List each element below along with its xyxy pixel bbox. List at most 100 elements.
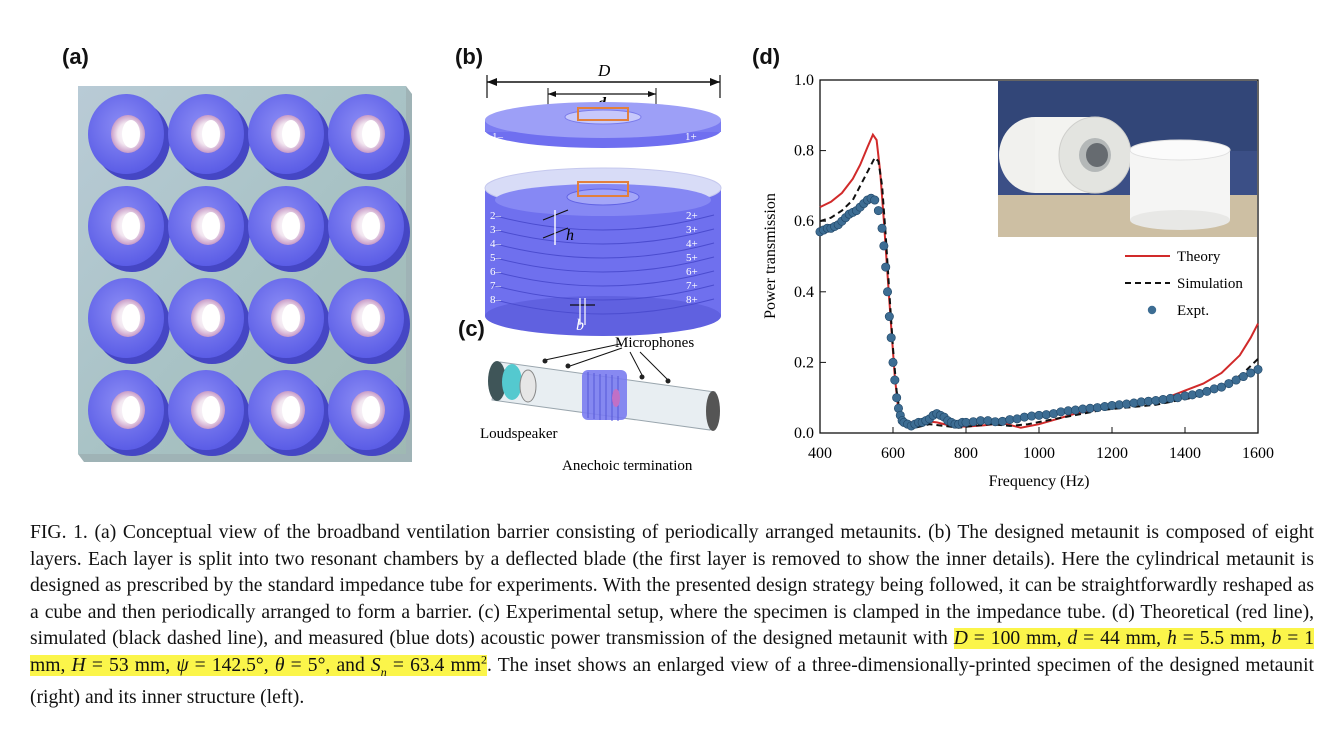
caption-part-2: . The inset shows an enlarged view of a … bbox=[30, 654, 1314, 708]
barrier-illustration bbox=[78, 86, 412, 462]
x-tick-label: 800 bbox=[954, 445, 978, 462]
expt-point bbox=[1209, 384, 1219, 394]
expt-point bbox=[1173, 393, 1183, 403]
expt-point bbox=[1187, 390, 1197, 400]
layer-port-left: 3– bbox=[490, 224, 502, 236]
dim-h-label: h bbox=[566, 227, 574, 244]
top-right-port: 1+ bbox=[685, 131, 697, 143]
expt-point bbox=[884, 312, 894, 322]
metaunit-cell bbox=[248, 186, 330, 272]
loudspeaker-label: Loudspeaker bbox=[480, 426, 557, 442]
layer-divider bbox=[491, 242, 715, 259]
metaunit-cell bbox=[168, 278, 250, 364]
layer-port-right: 3+ bbox=[686, 224, 698, 236]
y-tick-label: 0.2 bbox=[794, 354, 814, 371]
layer-port-right: 5+ bbox=[686, 252, 698, 264]
layer-port-left: 6– bbox=[490, 266, 502, 278]
metaunit-cell bbox=[88, 370, 170, 456]
layer-divider bbox=[491, 214, 715, 231]
x-axis-label: Frequency (Hz) bbox=[989, 473, 1090, 490]
metaunit-cell bbox=[168, 186, 250, 272]
metaunit-cell bbox=[168, 94, 250, 180]
x-tick-label: 600 bbox=[881, 445, 905, 462]
y-tick-label: 0.0 bbox=[794, 425, 814, 442]
x-tick-label: 1200 bbox=[1096, 445, 1128, 462]
panel-c-label: (c) bbox=[458, 316, 485, 341]
layer-port-right: 4+ bbox=[686, 238, 698, 250]
impedance-tube-setup: Microphones Loudspeaker Anechoic termina… bbox=[480, 335, 720, 474]
layer-divider bbox=[491, 270, 715, 287]
layer-port-right: 8+ bbox=[686, 294, 698, 306]
layer-port-left: 7– bbox=[490, 280, 502, 292]
expt-point bbox=[1246, 368, 1256, 378]
expt-point bbox=[888, 357, 898, 367]
x-tick-label: 1400 bbox=[1169, 445, 1201, 462]
expt-point bbox=[1012, 414, 1022, 424]
x-tick-label: 1000 bbox=[1023, 445, 1055, 462]
layer-port-left: 5– bbox=[490, 252, 502, 264]
figure-caption: FIG. 1. (a) Conceptual view of the broad… bbox=[30, 520, 1314, 711]
layer-port-right: 6+ bbox=[686, 266, 698, 278]
metaunit-cell bbox=[328, 186, 410, 272]
layer-divider bbox=[491, 284, 715, 301]
metaunit-cell bbox=[168, 370, 250, 456]
expt-point bbox=[998, 416, 1008, 426]
y-tick-label: 0.6 bbox=[794, 213, 814, 230]
microphones-label: Microphones bbox=[615, 335, 694, 351]
metaunit-cell bbox=[248, 370, 330, 456]
layer-port-left: 4– bbox=[490, 238, 502, 250]
expt-point bbox=[1049, 409, 1059, 419]
panel-d-label: (d) bbox=[752, 44, 781, 69]
metaunit-cell bbox=[328, 370, 410, 456]
metaunit-cell bbox=[248, 94, 330, 180]
legend-marker bbox=[1147, 305, 1157, 315]
expt-point bbox=[886, 333, 896, 343]
expt-point bbox=[870, 195, 880, 205]
expt-point bbox=[1231, 375, 1241, 385]
top-left-port: 1– bbox=[492, 131, 504, 143]
panel-a-label: (a) bbox=[62, 44, 89, 69]
y-tick-label: 0.8 bbox=[794, 143, 814, 160]
metaunit-cell bbox=[88, 94, 170, 180]
layer-divider bbox=[491, 256, 715, 273]
panel-b-label: (b) bbox=[455, 44, 484, 69]
layer-port-right: 2+ bbox=[686, 210, 698, 222]
x-tick-label: 1600 bbox=[1242, 445, 1274, 462]
legend-label: Simulation bbox=[1177, 276, 1243, 292]
metaunit-cell bbox=[328, 94, 410, 180]
expt-point bbox=[1238, 372, 1248, 382]
metaunit-cell bbox=[248, 278, 330, 364]
y-axis-label: Power transmission bbox=[762, 193, 779, 319]
expt-point bbox=[1253, 364, 1263, 374]
expt-point bbox=[879, 241, 889, 251]
layer-port-right: 7+ bbox=[686, 280, 698, 292]
specimen-photo-inset bbox=[998, 81, 1257, 237]
expt-point bbox=[892, 393, 902, 403]
y-tick-label: 0.4 bbox=[794, 284, 814, 301]
layer-port-left: 8– bbox=[490, 294, 502, 306]
expt-point bbox=[883, 287, 893, 297]
dim-D-label: D bbox=[597, 61, 611, 80]
expt-point bbox=[881, 262, 891, 272]
transmission-chart: 400 600 800 1000 1200 1400 1600 0.0 0.2 0.4 0.6 0.… bbox=[762, 72, 1274, 490]
dim-b-label: b bbox=[576, 317, 584, 334]
termination-label: Anechoic termination bbox=[562, 458, 693, 474]
figure-area: (a) (b) (c) (d) bbox=[62, 44, 1274, 490]
expt-point bbox=[890, 375, 900, 385]
metaunit-cell bbox=[328, 278, 410, 364]
layer-divider bbox=[491, 298, 715, 315]
expt-point bbox=[1216, 382, 1226, 392]
expt-point bbox=[1224, 379, 1234, 389]
layer-port-left: 2– bbox=[490, 210, 502, 222]
expt-point bbox=[877, 223, 887, 233]
legend-label: Expt. bbox=[1177, 303, 1209, 319]
y-tick-label: 1.0 bbox=[794, 72, 814, 89]
expt-point bbox=[873, 206, 883, 216]
metaunit-cell bbox=[88, 186, 170, 272]
layer-divider bbox=[491, 228, 715, 245]
x-tick-label: 400 bbox=[808, 445, 832, 462]
metaunit-illustration: D d 1– 1+ h b 2–3–4–5–6–7–8–2+3+4+5+6+7+… bbox=[484, 61, 722, 336]
legend-label: Theory bbox=[1177, 249, 1221, 265]
metaunit-cell bbox=[88, 278, 170, 364]
